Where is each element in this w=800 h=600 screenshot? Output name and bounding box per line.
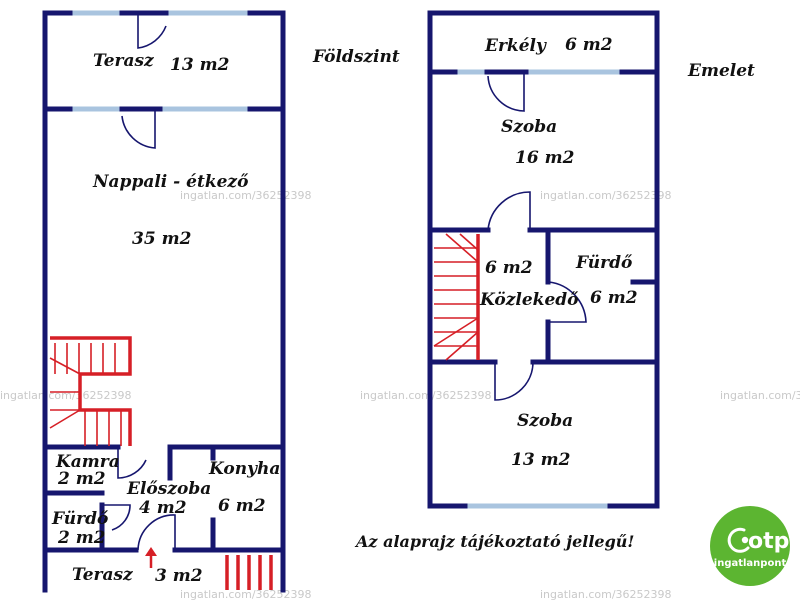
room-name: Terasz	[72, 565, 133, 585]
otp-ingatlanpont-logo: otp ingatlanpont	[710, 506, 790, 586]
door-swing	[104, 504, 131, 531]
room-area: 6 m2	[565, 35, 613, 55]
room-area: 13 m2	[170, 55, 230, 75]
room-area: 2 m2	[57, 528, 106, 548]
room-area: 4 m2	[139, 498, 187, 518]
watermark-text: ingatlan.com/36252398	[720, 389, 800, 402]
room-area: 3 m2	[155, 566, 203, 586]
upper-floor-title: Emelet	[687, 61, 755, 81]
door-swing	[494, 361, 534, 401]
room-name: Kamra	[55, 452, 120, 472]
ground-floor-title: Földszint	[312, 47, 400, 67]
logo-brand: otp	[748, 529, 789, 554]
door-swing	[487, 191, 531, 231]
watermark-text: ingatlan.com/36252398	[360, 389, 492, 402]
ground-floor-plan: Terasz 13 m2 Nappali - étkező 35 m2 Kamr…	[42, 10, 286, 593]
entrance-arrow-icon	[145, 547, 157, 568]
room-name: Előszoba	[126, 479, 211, 499]
logo-mark-icon	[727, 527, 750, 553]
room-name: Terasz	[93, 51, 154, 71]
room-area: 6 m2	[485, 258, 533, 278]
staircase	[433, 233, 480, 361]
entrance-steps	[225, 555, 273, 590]
room-name: Fürdő	[575, 253, 633, 273]
watermark-text: ingatlan.com/36252398	[0, 389, 132, 402]
door-swing	[487, 72, 525, 112]
room-area: 16 m2	[515, 148, 575, 168]
watermark-text: ingatlan.com/36252398	[540, 189, 672, 202]
room-area: 6 m2	[590, 288, 638, 308]
room-name: Konyha	[208, 459, 280, 479]
room-name: Nappali - étkező	[92, 172, 249, 192]
room-name: Közlekedő	[479, 290, 579, 310]
door-swing	[137, 514, 176, 551]
upper-floor-plan: Erkély 6 m2 Szoba 16 m2 6 m2 Közlekedő F…	[427, 10, 660, 509]
door-swing	[117, 447, 147, 479]
door-swing	[137, 13, 167, 49]
watermarks: ingatlan.com/36252398 ingatlan.com/36252…	[0, 189, 800, 600]
room-area: 6 m2	[218, 496, 266, 516]
door-swing	[121, 109, 156, 149]
room-name: Erkély	[484, 36, 547, 56]
logo-subtitle: ingatlanpont	[714, 558, 787, 569]
door-swing	[548, 281, 587, 323]
watermark-text: ingatlan.com/36252398	[180, 189, 312, 202]
staircase	[49, 336, 132, 446]
room-name: Szoba	[517, 411, 573, 431]
watermark-text: ingatlan.com/36252398	[540, 588, 672, 600]
room-area: 2 m2	[57, 469, 106, 489]
room-area: 13 m2	[511, 450, 571, 470]
room-name: Szoba	[501, 117, 557, 137]
room-area: 35 m2	[132, 229, 192, 249]
disclaimer-note: Az alaprajz tájékoztató jellegű!	[354, 532, 634, 551]
room-name: Fürdő	[51, 509, 109, 529]
watermark-text: ingatlan.com/36252398	[180, 588, 312, 600]
